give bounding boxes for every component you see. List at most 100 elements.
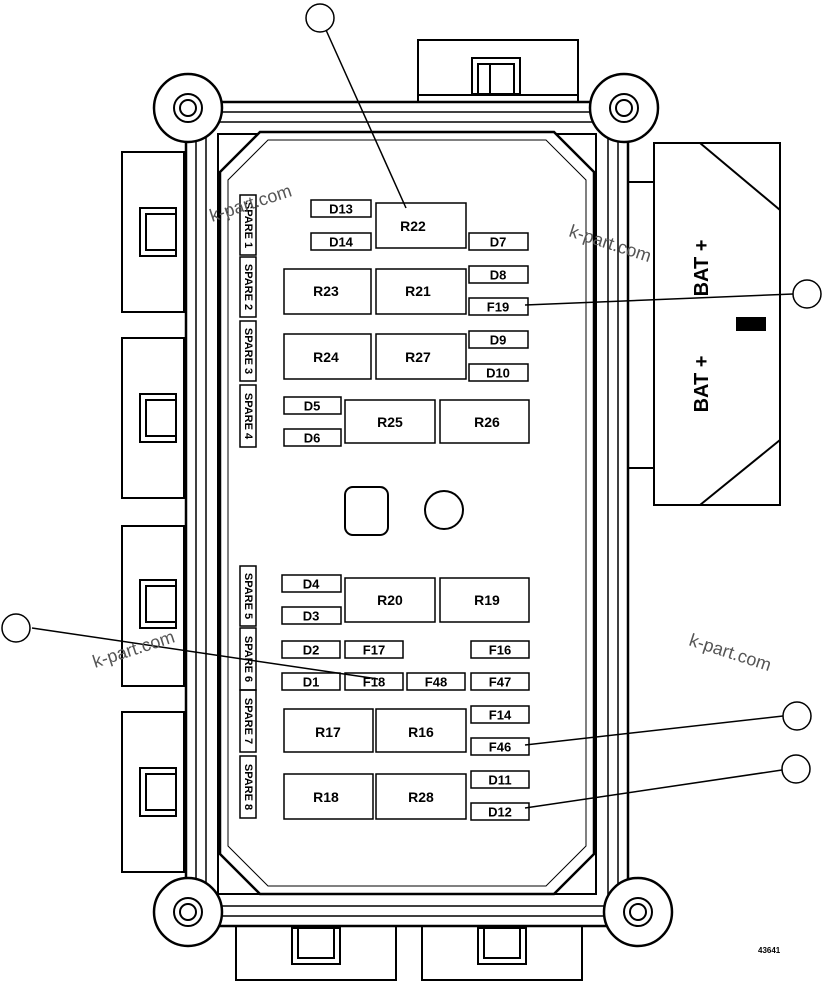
fuse-f14-label: F14 [489,708,512,723]
diode-d10-box [468,363,529,382]
mount-lug-bottom-left [152,876,224,948]
relay-r19-label: R19 [474,592,500,608]
fuse-f48-box [406,672,466,691]
callout-right-f46 [782,701,812,731]
top-connector [417,39,579,103]
figure-code: 43641 [758,946,781,955]
spare-slot-8 [239,755,257,819]
relay-r24-label: R24 [313,349,339,365]
spare-label-2: SPARE 2 [242,264,254,310]
relay-r16-box [375,708,467,753]
battery-connector [619,142,781,506]
relay-r17-label: R17 [315,724,341,740]
relay-r27-label: R27 [405,349,431,365]
diode-d8-box [468,265,529,284]
relay-r16-label: R16 [408,724,434,740]
relay-r27-box [375,333,467,380]
fuse-f17-box [344,640,404,659]
relay-r21-box [375,268,467,315]
spare-slot-5 [239,565,257,627]
spare-slot-1 [239,194,257,256]
diode-d13-label: D13 [329,202,353,217]
diode-d12-box [470,802,530,821]
diode-d11-label: D11 [488,773,511,788]
diode-d1-label: D1 [303,675,320,690]
fuse-f19-box [468,297,529,316]
relay-r23-label: R23 [313,283,339,299]
fuse-f46-label: F46 [489,740,511,755]
relay-r18-box [283,773,374,820]
diode-d11-box [470,770,530,789]
diode-d7-box [468,232,529,251]
relay-r18-label: R18 [313,789,339,805]
bottom-connector-right [421,917,583,981]
diode-d14-label: D14 [329,235,354,250]
relay-r23-box [283,268,372,315]
bat-plus-label-bottom: BAT + [691,356,713,413]
diode-d14-box [310,232,372,251]
left-connector-2 [121,337,185,499]
relay-r22-label: R22 [400,218,426,234]
mount-lug-top-right [588,72,660,144]
left-connector-4 [121,711,185,873]
mount-lug-bottom-right [602,876,674,948]
fuse-f16-box [470,640,530,659]
spare-label-6: SPARE 6 [242,636,254,682]
fuse-f18-label: F18 [363,675,385,690]
spare-label-4: SPARE 4 [242,393,254,440]
relay-r17-box [283,708,374,753]
spare-label-3: SPARE 3 [242,328,254,374]
callout-lines [31,29,794,809]
watermark-4: k-part.com [687,630,774,675]
relay-r26-box [439,399,530,444]
relay-r28-box [375,773,467,820]
diode-d6-box [283,428,342,447]
relay-r24-box [283,333,372,380]
left-connector-3 [121,525,185,687]
relay-r25-box [344,399,436,444]
fuse-f48-label: F48 [425,675,447,690]
center-slot [344,486,389,536]
diode-d3-box [281,606,342,625]
diode-d7-label: D7 [490,235,507,250]
diode-d5-box [283,396,342,415]
fuse-f47-box [470,672,530,691]
callout-left-f18 [1,613,31,643]
spare-label-5: SPARE 5 [242,573,254,619]
spare-slot-2 [239,256,257,318]
relay-r20-box [344,577,436,623]
diode-d8-label: D8 [490,268,507,283]
mount-lug-top-left [152,72,224,144]
callout-top [305,3,335,33]
diode-d5-label: D5 [304,399,321,414]
relay-r20-label: R20 [377,592,403,608]
fuse-f19-label: F19 [487,300,509,315]
callout-right-d12 [781,754,811,784]
diode-d10-label: D10 [486,366,510,381]
spare-slot-3 [239,320,257,382]
fuse-f18-box [344,672,404,691]
spare-label-8: SPARE 8 [242,764,254,810]
fuse-f46-box [470,737,530,756]
left-connector-1 [121,151,185,313]
bat-plus-label-top: BAT + [691,240,713,297]
relay-r22-box [375,202,467,249]
fuse-f17-label: F17 [363,643,385,658]
inner-frame [218,130,596,896]
spare-slot-4 [239,384,257,448]
relay-r19-box [439,577,530,623]
bottom-connector-left [235,917,397,981]
spare-label-1: SPARE 1 [242,202,254,248]
diode-d2-label: D2 [303,643,320,658]
diode-d12-label: D12 [488,805,512,820]
callout-right-f19 [792,279,822,309]
diode-d6-label: D6 [304,431,321,446]
diode-d2-box [281,640,341,659]
fuse-f16-label: F16 [489,643,511,658]
diode-d9-label: D9 [490,333,507,348]
diode-d1-box [281,672,341,691]
relay-r26-label: R26 [474,414,500,430]
diode-d4-label: D4 [303,577,320,592]
diode-d13-box [310,199,372,218]
